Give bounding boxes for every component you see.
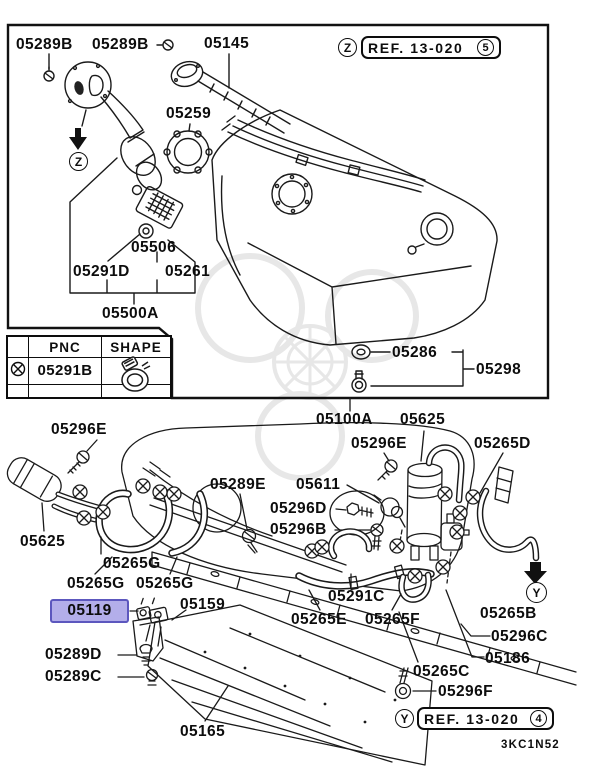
upper-diagram-drawing [43,39,498,393]
anchor-z-circle: Z [69,152,88,171]
part-label-05265E[interactable]: 05265E [291,611,347,628]
part-label-05289B-1[interactable]: 05289B [16,36,73,53]
ref-top-text: REF. 13-020 [368,39,464,56]
part-label-05625-left[interactable]: 05625 [20,533,66,550]
legend-empty-cell-2 [28,384,102,398]
part-label-05259[interactable]: 05259 [166,105,212,122]
part-label-05500A[interactable]: 05500A [102,305,159,322]
legend-pnc-value[interactable]: 05291B [28,357,102,385]
part-label-05265C[interactable]: 05265C [413,663,470,680]
part-label-05265F[interactable]: 05265F [365,611,420,628]
plate-code: 3KC1N52 [501,739,560,751]
part-label-05261[interactable]: 05261 [165,263,211,280]
part-label-05291D[interactable]: 05291D [73,263,130,280]
part-label-05119: 05119 [67,602,112,619]
part-label-05625-right[interactable]: 05625 [400,411,446,428]
part-label-05296F[interactable]: 05296F [438,683,493,700]
legend-pnc-header: PNC [28,335,102,358]
part-label-05265D[interactable]: 05265D [474,435,531,452]
lower-diagram-drawing [6,397,577,766]
part-label-05186[interactable]: 05186 [485,650,531,667]
clamp-position-icon [6,357,29,385]
part-label-05296D[interactable]: 05296D [270,500,327,517]
legend-empty-row [6,384,172,398]
upper-box-border [6,23,550,400]
hose-clamp-icon [101,356,172,392]
part-label-05145[interactable]: 05145 [204,35,250,52]
part-label-05291C[interactable]: 05291C [328,588,385,605]
legend-shape-header: SHAPE [101,335,172,358]
ref-link-bottom[interactable]: REF. 13-020 4 [417,707,554,730]
part-label-05296E-right[interactable]: 05296E [351,435,407,452]
ref-link-top[interactable]: REF. 13-020 5 [361,36,501,59]
part-label-05100A[interactable]: 05100A [316,411,373,428]
part-label-05265G-3[interactable]: 05265G [136,575,194,592]
ref-bottom-text: REF. 13-020 [424,710,520,727]
anchor-y-circle: Y [526,582,547,603]
part-label-05296B[interactable]: 05296B [270,521,327,538]
part-label-05265B[interactable]: 05265B [480,605,537,622]
part-label-05265G-1[interactable]: 05265G [103,555,161,572]
selected-part-highlight[interactable]: 05119 [50,599,129,623]
part-label-05289B-2[interactable]: 05289B [92,36,149,53]
part-label-05159[interactable]: 05159 [180,596,226,613]
part-label-05506[interactable]: 05506 [131,239,177,256]
part-label-05296C[interactable]: 05296C [491,628,548,645]
part-label-05298[interactable]: 05298 [476,361,522,378]
part-label-05296E-left[interactable]: 05296E [51,421,107,438]
ref-top-page-circle: 5 [477,39,494,56]
part-label-05289C[interactable]: 05289C [45,668,102,685]
legend-data-row: 05291B [6,356,172,392]
part-label-05286[interactable]: 05286 [392,344,438,361]
pnc-shape-legend-table: PNC SHAPE 05291B [6,335,172,399]
legend-symbol-header [6,335,29,358]
part-label-05289D[interactable]: 05289D [45,646,102,663]
ref-bottom-page-circle: 4 [530,710,547,727]
ref-bottom-anchor: Y [395,709,414,728]
part-label-05265G-2[interactable]: 05265G [67,575,125,592]
part-label-05289E[interactable]: 05289E [210,476,266,493]
part-label-05165[interactable]: 05165 [180,723,226,740]
part-label-05611[interactable]: 05611 [296,476,341,493]
legend-empty-cell-1 [6,384,29,398]
ref-top-anchor: Z [338,38,357,57]
